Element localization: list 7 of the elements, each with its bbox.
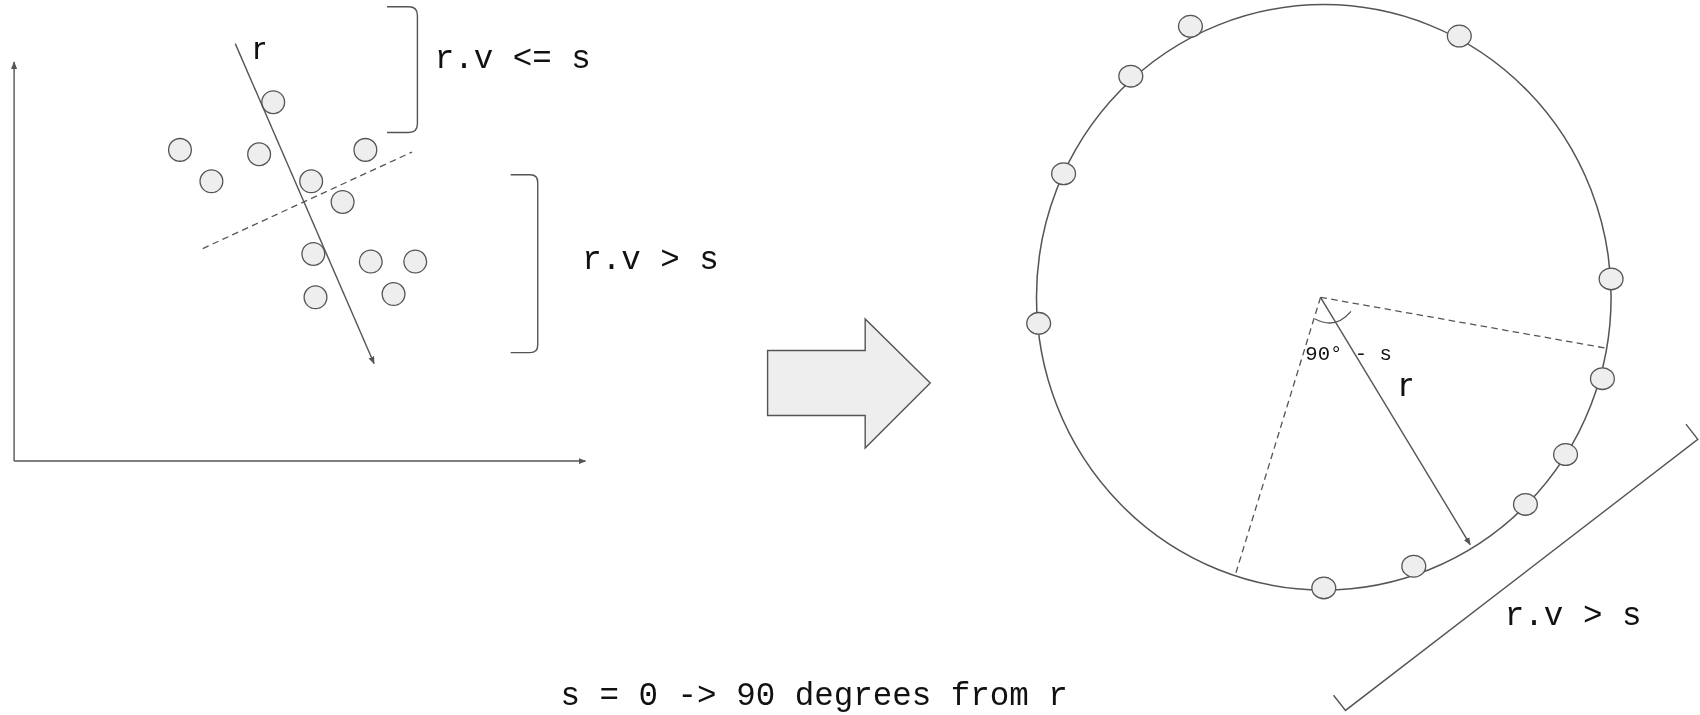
condition-label: r.v > s xyxy=(582,245,719,278)
condition-label: r.v > s xyxy=(1504,600,1642,634)
condition-label: r.v <= s xyxy=(434,44,591,77)
caption-text: s = 0 -> 90 degrees from r xyxy=(560,680,1068,714)
vector-label: r xyxy=(1398,368,1412,402)
vector-label: r xyxy=(252,34,266,65)
angle-label: 90° - s xyxy=(1305,344,1392,366)
